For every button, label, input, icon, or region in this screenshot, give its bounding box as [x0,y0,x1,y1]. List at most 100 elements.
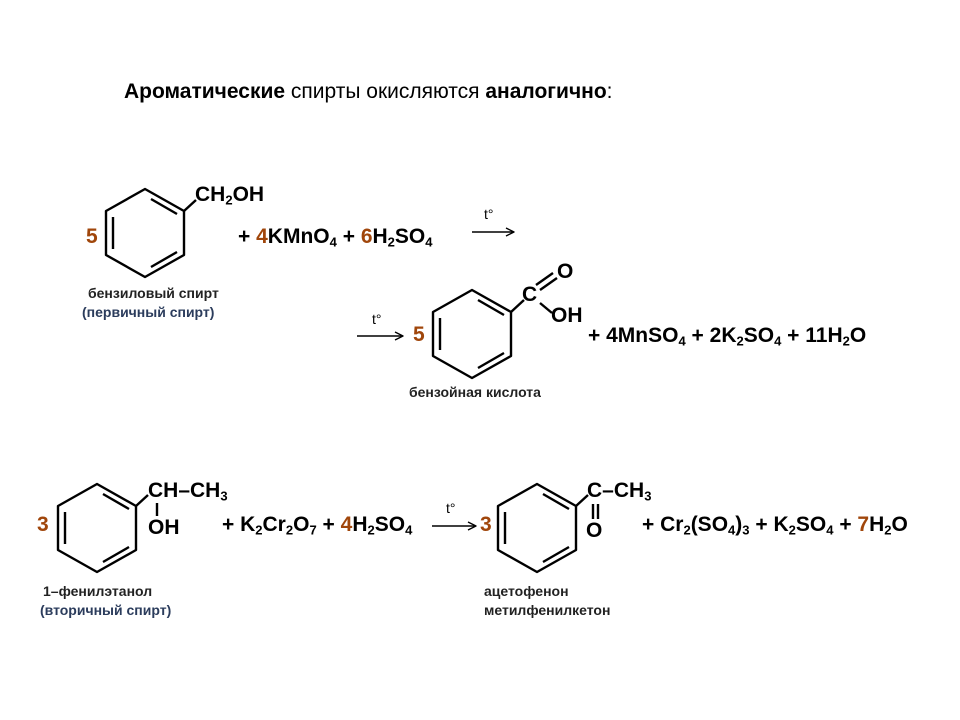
arrow-1-label: t° [484,206,494,222]
benzyl-group-b: OH [232,183,265,206]
plus-water-2: + [833,513,858,536]
benzene-ring-phenylethanol [56,482,138,574]
caption-phenylethanol: 1–фенилэтанол [43,583,153,599]
coefficient-kmno4: 4 [256,225,268,248]
water-2-b: O [891,513,908,536]
product-k2so4: + 2K [685,324,737,347]
h2so4-sub1: 2 [387,234,395,250]
ring-inner-bonds-2b [477,298,505,317]
arrow-3-head [467,521,477,531]
title-part4: : [606,80,613,103]
reaction2-products: + Cr2(SO4)3 + K2SO4 + 7H2O [642,513,908,537]
title-part1: Ароматические [124,80,286,103]
arrow-1-head [505,227,515,237]
reagent-k2cr2o7-sub3: 7 [309,522,317,538]
reaction1-reagents: + 4KMnO4 + 6H2SO4 [238,225,433,249]
carboxyl-carbon: C [522,283,538,306]
bond-ring-c [510,299,525,313]
product-k2so4-2: + K [749,513,789,536]
product-k2so4-b: SO [743,324,775,347]
ketone-group-a: C–CH [587,479,645,502]
ketone-group: C–CH3 [587,479,651,503]
coefficient-benzyl-alcohol: 5 [86,225,98,248]
coefficient-acetophenone: 3 [480,513,492,536]
plus-1: + [238,225,257,248]
product-k2so4-sub1: 2 [736,333,744,349]
benzene-ring-benzoic-acid [431,288,513,380]
product-cr2so43-c: ) [735,513,743,536]
product-cr2so43-sub1: 2 [683,522,691,538]
reagent-k2cr2o7: + K [222,513,256,536]
h2so4-2-sub2: 4 [405,522,413,538]
reagent-k2cr2o7-sub1: 2 [255,522,263,538]
carboxyl-hydroxyl: OH [551,304,583,327]
benzene-ring-acetophenone [496,482,578,574]
ring-inner-bonds-3c [102,545,130,564]
reagent-k2cr2o7-b: Cr [262,513,286,536]
bond-ring-ch2 [183,199,197,212]
arrow-2-head [394,331,404,341]
h2so4-2-b: SO [374,513,406,536]
product-cr2so43: + Cr [642,513,684,536]
plus-2: + [336,225,361,248]
coefficient-h2so4-2: 4 [340,513,353,536]
product-k2so4-sub2: 4 [774,333,782,349]
benzene-ring-benzyl-alcohol [104,187,186,279]
phenylethanol-group-sub: 3 [220,488,228,504]
coefficient-h2so4: 6 [360,225,373,248]
product-cr2so43-b: (SO [690,513,729,536]
phenylethanol-hydroxyl: OH [148,516,180,539]
coefficient-phenylethanol: 3 [37,513,49,536]
bond-ring-c-ketone [575,494,589,507]
reagent-k2cr2o7-c: O [293,513,310,536]
product-water: + 11H [781,324,843,347]
h2so4-b: SO [394,225,426,248]
water-2-a: H [869,513,885,536]
product-cr2so43-sub2: 4 [728,522,736,538]
ring-inner-bonds-2c [477,351,505,370]
benzyl-group-sub: 2 [225,192,233,208]
benzyl-group-a: CH [195,183,226,206]
caption-benzyl-alcohol: бензиловый спирт [88,285,219,301]
product-mnso4: + 4MnSO [588,324,679,347]
ring-inner-bonds-4b [542,492,570,511]
ring-inner-bonds-1c [150,250,178,269]
ring-inner-bonds-4c [542,545,570,564]
arrow-2-label: t° [372,311,382,327]
caption-primary-alcohol: (первичный спирт) [82,304,215,320]
kmno4-a: KMnO [267,225,330,248]
caption-secondary-alcohol: (вторичный спирт) [40,602,172,618]
page-title: Ароматические спирты окисляются аналогич… [124,80,613,104]
h2so4-sub2: 4 [425,234,433,250]
title-part3: аналогично [485,80,607,103]
coefficient-benzoic-acid: 5 [413,323,425,346]
caption-acetophenone: ацетофенон [484,583,569,599]
product-water-b: O [849,324,867,347]
h2so4-a: H [372,225,388,248]
product-cr2so43-sub3: 3 [742,522,750,538]
ring-inner-bonds-3b [102,492,130,511]
reaction1-products: + 4MnSO4 + 2K2SO4 + 11H2O [588,324,866,348]
benzyl-group-formula: CH2OH [195,183,264,207]
ketone-oxygen: O [586,519,603,542]
reaction2-reagents: + K2Cr2O7 + 4H2SO4 [222,513,412,537]
bond-c-o-double-b [539,277,558,291]
coefficient-water-2: 7 [857,513,870,536]
bond-c-o-double-a [535,272,554,286]
water-2-sub: 2 [884,522,892,538]
h2so4-2-a: H [352,513,368,536]
phenylethanol-group: CH–CH3 [148,479,228,503]
product-k2so4-2-b: SO [795,513,827,536]
product-k2so4-2-sub1: 2 [788,522,796,538]
product-k2so4-2-sub2: 4 [826,522,834,538]
plus-reagent-2: + [316,513,341,536]
product-water-sub: 2 [842,333,850,349]
ring-inner-bonds-1b [150,197,178,216]
caption-methylphenylketone: метилфенилкетон [484,602,611,618]
bond-c-oh [539,302,553,314]
ketone-group-sub: 3 [644,488,652,504]
phenylethanol-group-a: CH–CH [148,479,221,502]
reagent-k2cr2o7-sub2: 2 [285,522,294,538]
title-part2: спирты окисляются [285,80,486,103]
